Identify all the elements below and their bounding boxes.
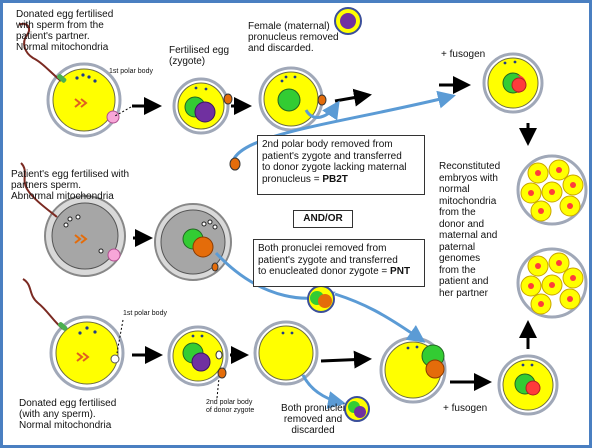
label-donated-egg-top: Donated egg fertilised with sperm from t… xyxy=(16,9,114,53)
donor-zygote-bottom xyxy=(167,325,229,387)
label-polar-body-bottom: 1st polar body xyxy=(123,310,167,317)
pnt-reconstructed-zygote xyxy=(379,336,447,404)
diagram-artwork xyxy=(18,7,588,422)
pnt-term: PNT xyxy=(390,266,411,277)
label-fertilised-egg: Fertilised egg (zygote) xyxy=(169,45,230,67)
removed-pronucleus-top xyxy=(334,7,362,35)
label-patient-egg: Patient's egg fertilised with partners s… xyxy=(11,169,130,202)
label-donated-egg-bottom: Donated egg fertilised (with any sperm).… xyxy=(19,398,117,431)
patient-zygote xyxy=(154,203,232,281)
discarded-pronuclei xyxy=(344,396,370,422)
polar-body-transfer xyxy=(229,157,241,171)
label-second-polar-body-donor: 2nd polar body of donor zygote xyxy=(206,399,255,414)
zygote-bottom-fusing xyxy=(497,354,559,416)
reconstituted-embryo-bottom xyxy=(516,247,588,319)
zygote-top-1 xyxy=(172,77,233,135)
pb2t-text: 2nd polar body removed from patient's zy… xyxy=(262,139,407,185)
reconstituted-embryo-top xyxy=(516,154,588,226)
pnt-description-box: Both pronuclei removed from patient's zy… xyxy=(253,239,425,287)
label-reconstituted-embryos: Reconstituted embryos with normal mitoch… xyxy=(439,161,501,299)
pnt-text: Both pronuclei removed from patient's zy… xyxy=(258,243,398,277)
row1-arrows xyxy=(132,76,537,146)
donor-egg-bottom xyxy=(22,278,125,391)
transferred-pronuclei xyxy=(307,285,335,313)
enucleated-donor-zygote-1 xyxy=(253,320,319,386)
patient-egg xyxy=(20,162,126,277)
and-or-box: AND/OR xyxy=(293,210,353,228)
pb2t-term: PB2T xyxy=(322,173,348,185)
label-female-pronucleus: Female (maternal) pronucleus removed and… xyxy=(248,21,339,54)
donor-egg-top xyxy=(18,22,122,138)
label-fusogen-top: + fusogen xyxy=(441,49,486,60)
pb2t-description-box: 2nd polar body removed from patient's zy… xyxy=(257,135,425,195)
zygote-top-2-enucleated xyxy=(258,66,327,132)
row3-arrows xyxy=(132,320,537,391)
zygote-top-3-fusing xyxy=(482,52,544,114)
label-fusogen-bottom: + fusogen xyxy=(443,403,488,414)
label-both-pronuclei-discarded: Both pronuclei removed and discarded xyxy=(281,403,345,436)
label-polar-body-top: 1st polar body xyxy=(109,68,153,75)
